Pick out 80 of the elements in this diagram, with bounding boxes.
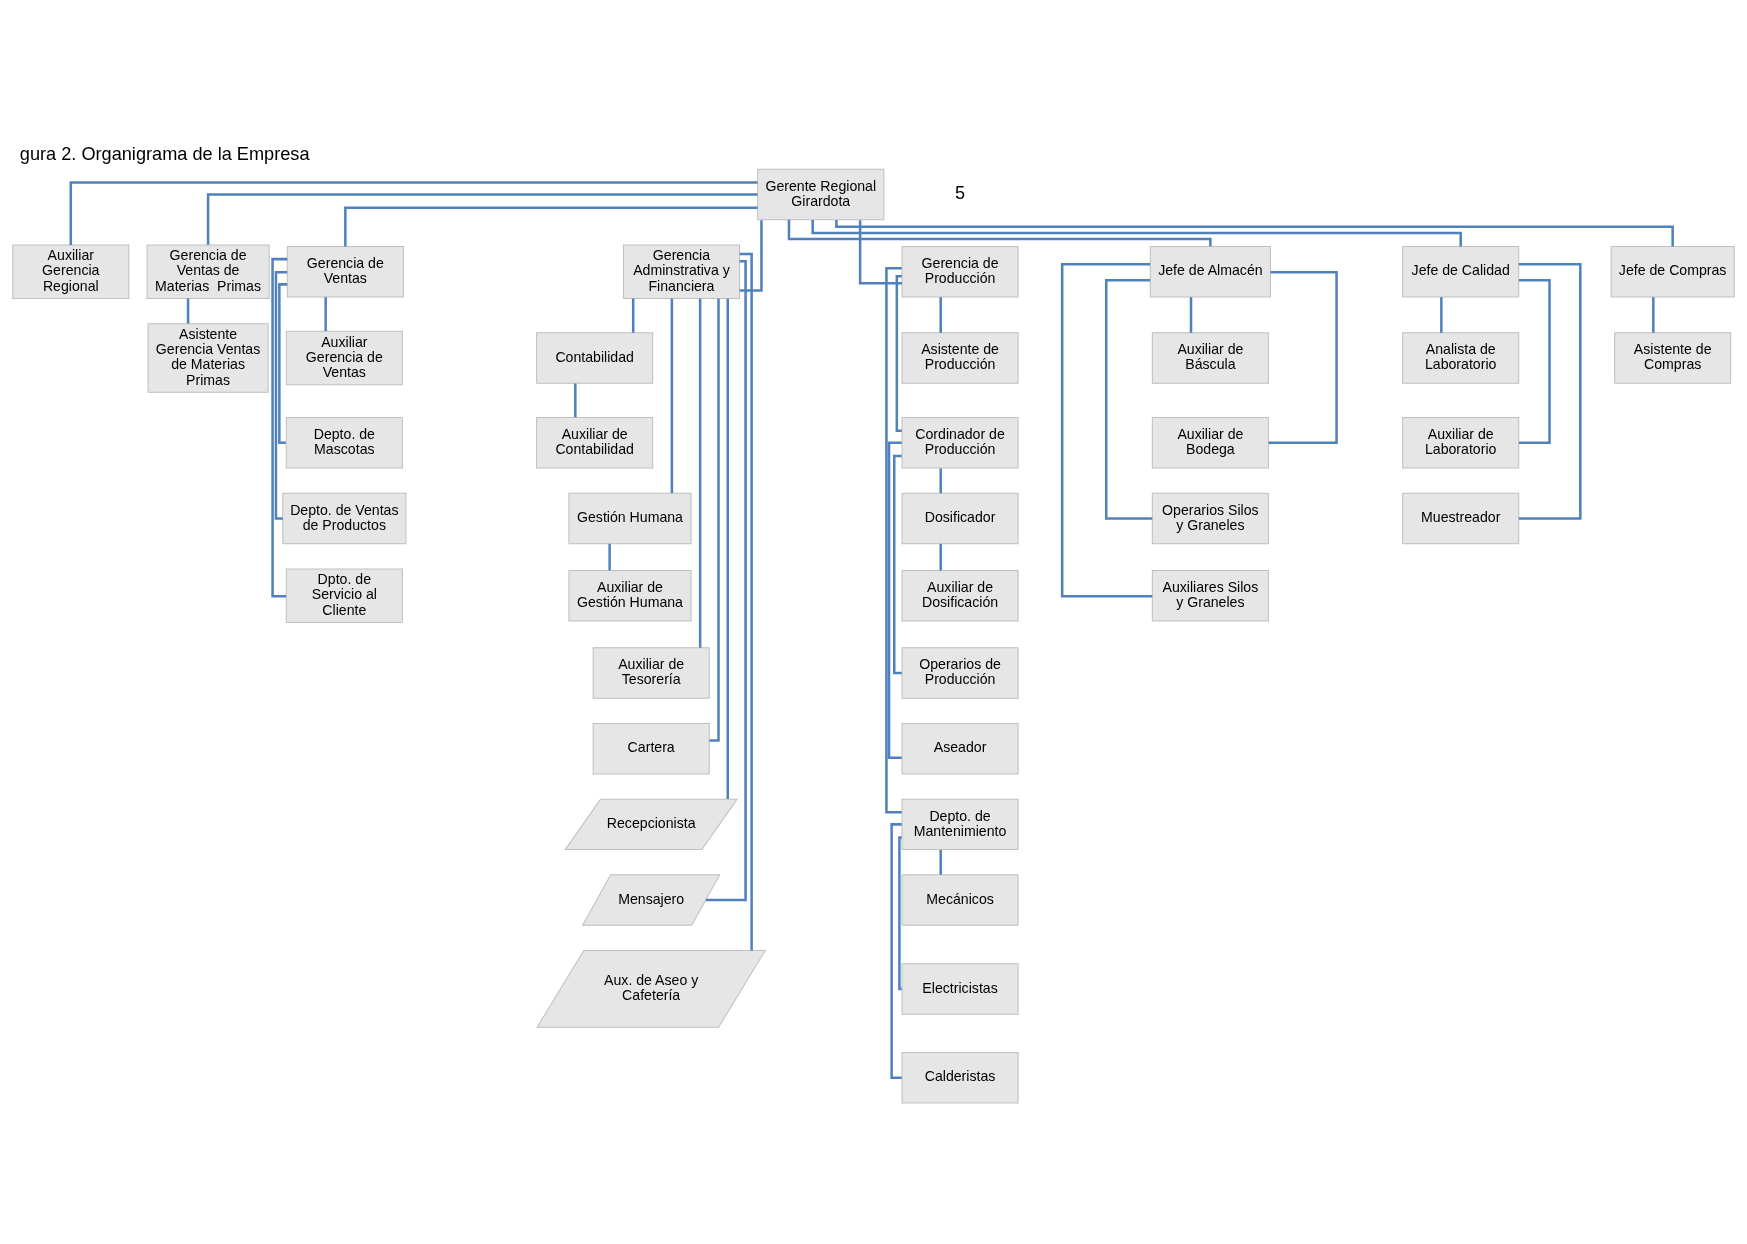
connector: [739, 252, 753, 951]
node-box: Auxiliar de Laboratorio: [1402, 417, 1520, 469]
node-box: Gerencia Adminstrativa y Financiera: [622, 244, 740, 299]
connector: [892, 454, 902, 675]
node-box: Jefe de Almacén: [1149, 246, 1271, 298]
connector: [274, 271, 288, 520]
connector: [698, 298, 702, 648]
node-box: Gerencia de Ventas: [286, 246, 404, 298]
connector: [631, 298, 635, 333]
node-box: Gerencia de Ventas de Materias Primas: [146, 244, 270, 299]
node-box: Cordinador de Producción: [901, 417, 1019, 469]
node-box: Cartera: [592, 722, 710, 775]
connector: [1060, 262, 1153, 598]
connector: [1518, 279, 1551, 445]
node-box: Aseador: [901, 722, 1019, 775]
node-box: Auxiliar Gerencia Regional: [12, 244, 130, 299]
connector: [811, 219, 1462, 247]
node-box: Auxiliar de Tesorería: [592, 647, 710, 699]
connector: [670, 298, 674, 494]
node-box: Jefe de Compras: [1610, 246, 1735, 298]
node-box: Muestreador: [1402, 492, 1520, 545]
connector: [271, 257, 288, 598]
node-box: Depto. de Mantenimiento: [901, 798, 1019, 851]
node-box: Gerencia de Producción: [901, 246, 1019, 298]
connector: [1518, 262, 1582, 520]
connector: [344, 206, 758, 247]
node-box: Depto. de Mascotas: [285, 417, 403, 469]
connector: [858, 220, 902, 285]
node-box: Dosificador: [901, 492, 1019, 545]
node-box: Mecánicos: [901, 874, 1019, 926]
node-box: Depto. de Ventas de Productos: [282, 492, 407, 545]
node-box: Asistente de Producción: [901, 332, 1019, 384]
connector: [206, 193, 758, 245]
node-box: Auxiliar de Dosificación: [901, 570, 1019, 622]
connector: [1440, 297, 1443, 333]
connector: [939, 850, 942, 875]
connector: [787, 219, 1212, 247]
connector: [608, 543, 611, 571]
connector: [885, 266, 902, 814]
connector: [939, 543, 942, 571]
node-box: Auxiliar de Gestión Humana: [568, 570, 692, 622]
node-box: Operarios Silos y Graneles: [1151, 492, 1269, 545]
connector: [324, 297, 327, 331]
connector: [1652, 297, 1655, 333]
node-box: Calderistas: [901, 1052, 1019, 1104]
diagram-title: gura 2. Organigrama de la Empresa: [19, 143, 310, 164]
connector: [739, 220, 763, 292]
node-box: Gerente Regional Girardota: [757, 168, 885, 221]
connector: [1189, 297, 1193, 333]
connector: [887, 441, 902, 759]
connector: [1268, 271, 1338, 445]
node-box: Contabilidad: [536, 332, 654, 384]
node-box: Auxiliar de Bodega: [1151, 417, 1269, 469]
node-box: Auxiliares Silos y Graneles: [1151, 570, 1269, 622]
connector: [890, 823, 902, 1079]
node-box: Asistente Gerencia Ventas de Materias Primas: [147, 323, 269, 393]
connector: [705, 259, 747, 902]
node-box: Auxiliar de Báscula: [1151, 332, 1269, 384]
node-box: Analista de Laboratorio: [1402, 332, 1520, 384]
connector: [278, 283, 288, 445]
connector: [898, 836, 903, 991]
node-box: Auxiliar de Contabilidad: [536, 417, 654, 469]
label: 5: [955, 182, 966, 203]
connector: [709, 298, 720, 742]
node-box: Asistente de Compras: [1614, 332, 1732, 384]
node-box: Electricistas: [901, 963, 1019, 1015]
node-box: Gestión Humana: [568, 492, 692, 545]
connector: [726, 298, 729, 799]
connector: [186, 298, 190, 324]
connector: [1105, 279, 1153, 520]
connector: [939, 297, 942, 333]
connector: [69, 181, 758, 245]
node-box: Dpto. de Servicio al Cliente: [285, 568, 403, 623]
node-box: Auxiliar Gerencia de Ventas: [285, 330, 403, 386]
connector: [895, 275, 902, 432]
node-box: Jefe de Calidad: [1402, 246, 1520, 298]
connector: [574, 383, 577, 418]
connector: [939, 468, 942, 494]
node-box: Operarios de Producción: [901, 647, 1019, 699]
connector: [835, 219, 1674, 247]
